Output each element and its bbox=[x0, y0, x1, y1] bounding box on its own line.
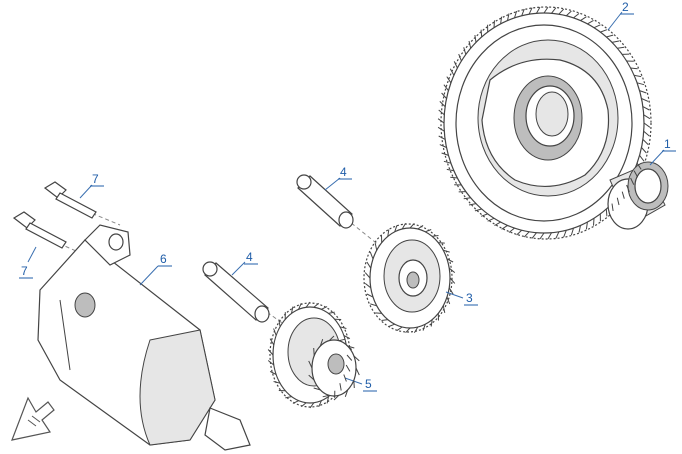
reduction-gear bbox=[269, 302, 357, 408]
svg-text:1: 1 bbox=[664, 137, 671, 151]
callout-1: 1 bbox=[662, 137, 676, 152]
svg-text:3: 3 bbox=[466, 291, 473, 305]
idle-gear-teeth bbox=[364, 222, 456, 334]
leader-lines bbox=[27, 11, 665, 385]
mounting-bolt-lower bbox=[12, 211, 67, 249]
gear-shaft-lower bbox=[202, 261, 270, 323]
starter-motor bbox=[37, 224, 251, 451]
callout-5: 5 bbox=[363, 377, 377, 392]
svg-text:5: 5 bbox=[365, 377, 372, 391]
callout-7-upper: 7 bbox=[90, 172, 104, 187]
callout-3: 3 bbox=[464, 291, 478, 306]
svg-text:7: 7 bbox=[21, 264, 28, 278]
svg-text:7: 7 bbox=[92, 172, 99, 186]
driven-gear-teeth bbox=[437, 6, 651, 240]
svg-text:4: 4 bbox=[340, 165, 347, 179]
idle-gear bbox=[363, 223, 453, 333]
reduction-pinion-teeth bbox=[308, 335, 360, 401]
mounting-bolt-upper bbox=[43, 181, 97, 219]
callout-7-lower: 7 bbox=[19, 264, 33, 279]
reduction-gear-teeth bbox=[267, 301, 353, 409]
needle-bearing bbox=[607, 161, 669, 230]
gear-shaft-upper bbox=[296, 174, 354, 229]
starter-driven-gear bbox=[440, 6, 652, 240]
svg-text:6: 6 bbox=[160, 252, 167, 266]
callout-4-upper: 4 bbox=[338, 165, 352, 180]
svg-text:4: 4 bbox=[246, 250, 253, 264]
callout-6: 6 bbox=[158, 252, 172, 267]
front-direction-arrow-icon bbox=[11, 396, 55, 441]
svg-text:2: 2 bbox=[622, 0, 629, 14]
callout-2: 2 bbox=[620, 0, 634, 15]
callout-4-lower: 4 bbox=[244, 250, 258, 265]
